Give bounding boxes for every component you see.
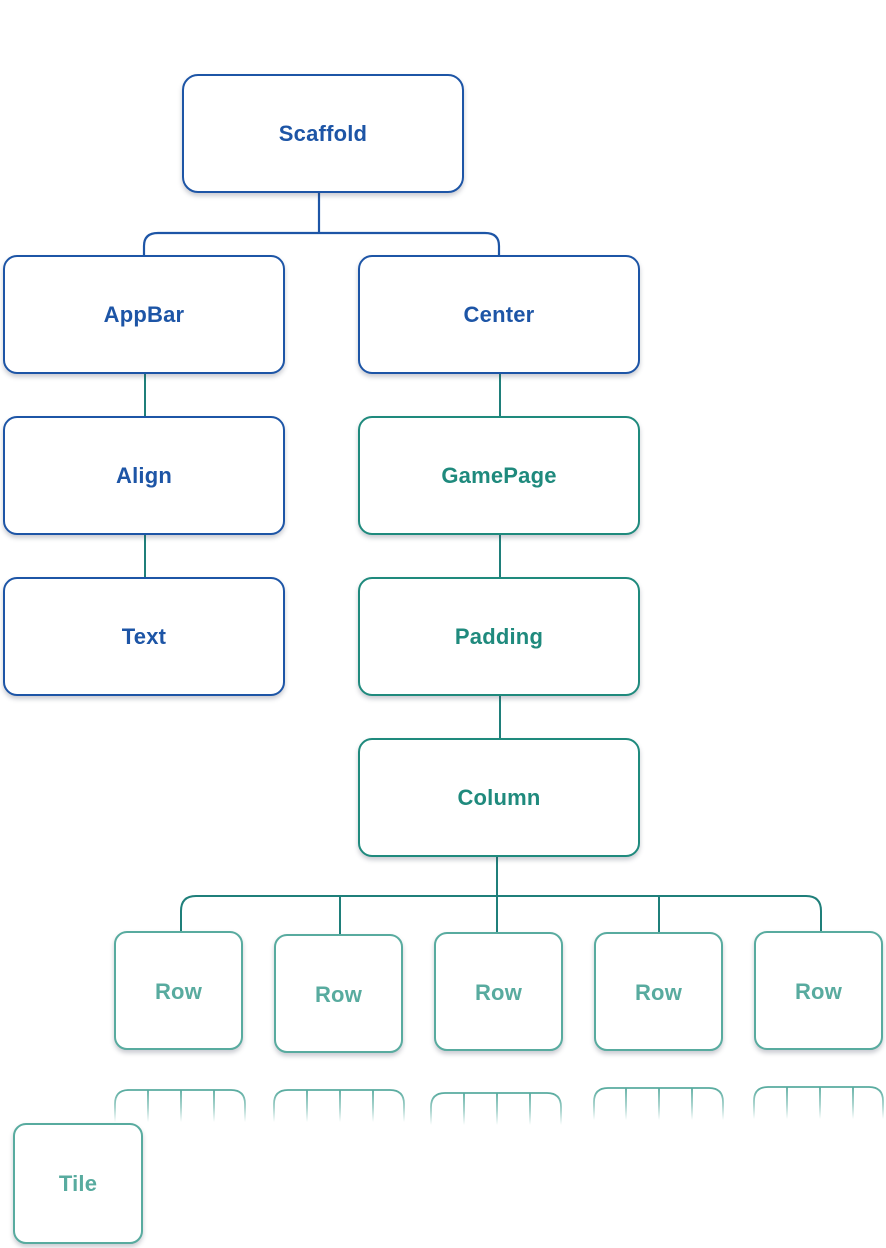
node-row-2: Row xyxy=(274,934,403,1053)
node-label: Tile xyxy=(58,1170,98,1196)
node-row-3: Row xyxy=(434,932,563,1051)
node-label: Padding xyxy=(454,623,544,649)
node-gamepage: GamePage xyxy=(358,416,640,535)
node-label: Row xyxy=(154,979,203,1004)
node-label: Text xyxy=(121,623,167,649)
node-label: Align xyxy=(116,462,172,488)
node-padding: Padding xyxy=(358,577,640,696)
node-row-4: Row xyxy=(594,932,723,1051)
node-row-5: Row xyxy=(754,931,883,1050)
node-tile: Tile xyxy=(13,1123,143,1244)
scaffold-children-connector xyxy=(142,193,501,255)
row-1-children-fan xyxy=(114,1050,246,1122)
node-label: Row xyxy=(314,982,363,1007)
node-row-1: Row xyxy=(114,931,243,1050)
row-4-children-fan xyxy=(593,1051,724,1120)
row-3-children-fan xyxy=(430,1051,562,1125)
node-column: Column xyxy=(358,738,640,857)
row-2-children-fan xyxy=(273,1053,405,1122)
node-label: Row xyxy=(634,980,683,1005)
node-label: Center xyxy=(463,301,535,327)
node-align: Align xyxy=(3,416,285,535)
column-rows-connector xyxy=(180,857,822,934)
node-text: Text xyxy=(3,577,285,696)
node-label: AppBar xyxy=(103,301,185,327)
node-label: Scaffold xyxy=(278,120,368,146)
row-5-children-fan xyxy=(753,1050,884,1119)
node-label: Row xyxy=(474,980,523,1005)
node-appbar: AppBar xyxy=(3,255,285,374)
node-label: GamePage xyxy=(441,462,557,488)
node-label: Row xyxy=(794,979,843,1004)
node-label: Column xyxy=(457,784,541,810)
node-scaffold: Scaffold xyxy=(182,74,464,193)
node-center: Center xyxy=(358,255,640,374)
